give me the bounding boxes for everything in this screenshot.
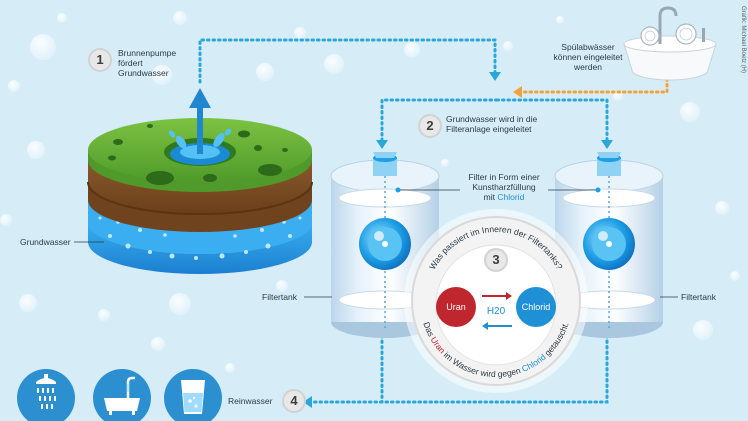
- left-filter-tank: [330, 152, 440, 338]
- resin-filter-label: Filter in Form einer Kunstharzfüllung mi…: [468, 172, 540, 202]
- shower-icon: [17, 369, 75, 421]
- step-1-label: Brunnenpumpe fördert Grundwasser: [118, 48, 177, 78]
- uran-ion: [436, 287, 476, 327]
- credit-text: Grafik: Michael Boetz (H): [740, 6, 746, 74]
- chlorid-highlight: Chlorid: [497, 192, 525, 202]
- distributor-to-left-tank-line: [380, 98, 499, 144]
- usage-icons: [17, 369, 222, 421]
- exchange-circle: Was passiert im Inneren der Filtertanks?…: [404, 209, 588, 393]
- pump-to-distributor-line: [198, 38, 497, 84]
- bathtub-icon: [93, 369, 151, 421]
- tank-down-right-line: [308, 328, 609, 404]
- waste-water-label: Spülabwässer können eingeleitet werden: [553, 42, 623, 72]
- leader-lines: [74, 241, 678, 298]
- sink-illustration: [623, 6, 717, 81]
- arrow-into-left-tank: [376, 140, 388, 149]
- uran-ion-label: Uran: [446, 302, 466, 312]
- chlorid-ion-label: Chlorid: [522, 302, 551, 312]
- groundwater-label: Grundwasser: [20, 237, 71, 247]
- arrow-into-right-tank: [601, 140, 613, 149]
- step-2-label: Grundwasser wird in die Filteranlage ein…: [446, 114, 538, 134]
- flow-arrows: [303, 72, 613, 408]
- chlorid-ion: [516, 287, 556, 327]
- arrow-into-distributor: [489, 72, 501, 81]
- flow-lines: [198, 38, 609, 404]
- filtertank-left-label: Filtertank: [262, 292, 297, 302]
- step-2-badge: 2: [418, 114, 442, 138]
- clean-water-label: Reinwasser: [228, 396, 273, 406]
- step-4-badge: 4: [282, 389, 306, 413]
- water-formula: H20: [487, 306, 506, 317]
- filtertank-right-label: Filtertank: [681, 292, 716, 302]
- drinking-glass-icon: [164, 369, 222, 421]
- groundwater-disk: [87, 88, 313, 274]
- step-1-badge: 1: [88, 48, 112, 72]
- resin-label-connectors: [395, 187, 601, 193]
- distributor-to-right-tank-line: [495, 98, 609, 144]
- step-3-badge: 3: [484, 248, 508, 272]
- arrow-to-clean-water: [303, 396, 312, 408]
